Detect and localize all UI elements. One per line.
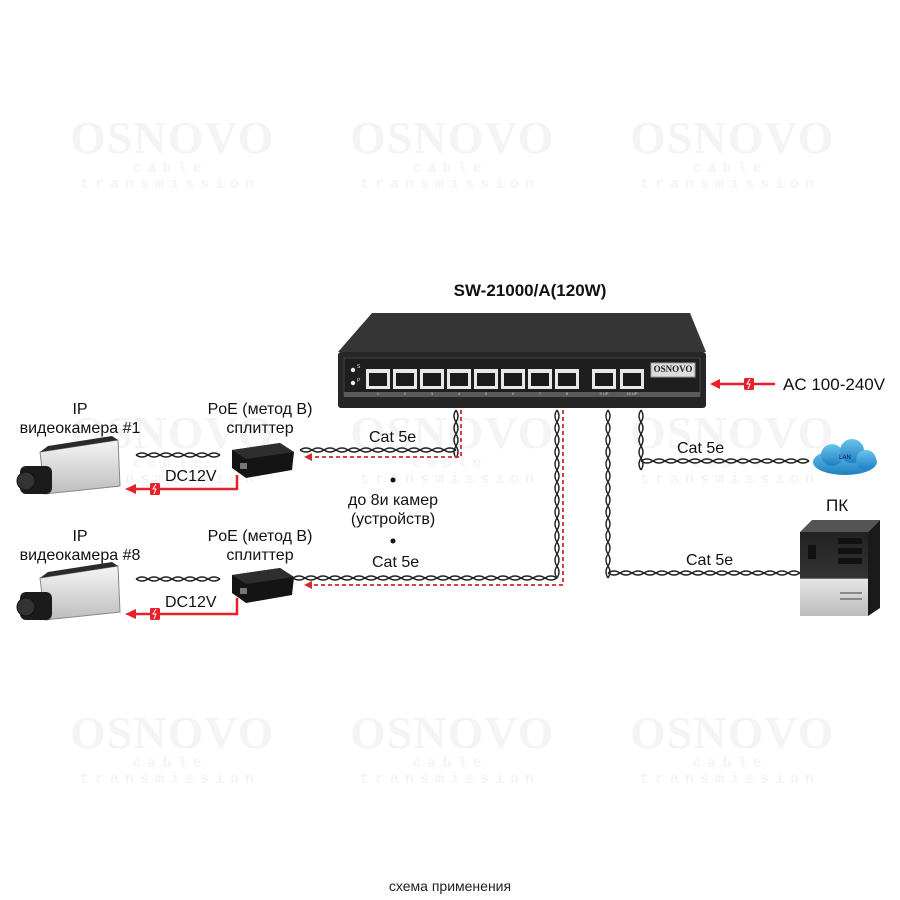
splitter-8-line1: PoE (метод B) <box>207 528 313 545</box>
led-label-p: P <box>357 378 361 384</box>
cable-pc-vertical <box>607 409 611 579</box>
cable-label-pc: Cat 5e <box>686 552 734 569</box>
cable-group <box>135 409 810 582</box>
cable-cam1-vertical <box>455 409 459 459</box>
poe-splitter-8 <box>232 568 294 603</box>
port-label: 5 <box>484 391 488 396</box>
dc12v-label-1: DC12V <box>165 468 217 485</box>
cable-pc-horizontal <box>607 572 801 576</box>
cable-label-cam8: Cat 5e <box>372 554 420 571</box>
ellipsis-dot <box>390 477 396 483</box>
port-label: 2 <box>403 391 407 396</box>
led-s-icon <box>350 367 356 373</box>
ip-camera-1 <box>16 436 121 495</box>
port-label: 10 UP <box>626 391 638 396</box>
rj45-port-socket <box>531 373 549 386</box>
led-label-s: S <box>357 364 361 370</box>
camera-count-note: до 8и камер (устройств) <box>333 491 453 529</box>
cable-cam1-horizontal <box>299 447 457 451</box>
cable-cam8-vertical <box>556 409 560 579</box>
cable-lan-vertical <box>638 409 642 471</box>
ac-power-arrow <box>710 378 775 390</box>
rj45-port-socket <box>558 373 576 386</box>
port-group <box>366 369 644 389</box>
cable-label-lan: Cat 5e <box>677 440 725 457</box>
switch-brand-plate <box>650 362 696 378</box>
cable-lan-horizontal <box>640 460 810 464</box>
splitter-8-label: PoE (метод B) сплиттер <box>195 527 325 565</box>
rj45-port-socket <box>595 373 613 386</box>
led-p-icon <box>350 380 356 386</box>
cable-cam8-dc <box>135 578 221 582</box>
port-label: 1 <box>376 391 380 396</box>
rj45-port-socket <box>396 373 414 386</box>
rj45-port-socket <box>369 373 387 386</box>
rj45-port-socket <box>423 373 441 386</box>
lan-label: LAN <box>839 455 851 461</box>
cable-cam1-dc <box>135 452 221 456</box>
switch-label-strip <box>344 392 700 397</box>
switch-top <box>338 313 706 352</box>
ip-camera-8 <box>16 562 121 621</box>
poe-power-paths <box>304 410 564 589</box>
port-label: 7 <box>538 391 542 396</box>
cable-cam8-horizontal <box>292 577 558 581</box>
port-label: 6 <box>511 391 515 396</box>
splitter-1-line1: PoE (метод B) <box>207 401 313 418</box>
rj45-port-socket <box>450 373 468 386</box>
camera-1-line1: IP <box>72 401 88 418</box>
dc12v-label-8: DC12V <box>165 594 217 611</box>
camera-count-line2: (устройств) <box>350 511 436 528</box>
ellipsis-dot <box>390 538 396 544</box>
ac-power-label: AC 100-240V <box>783 375 886 394</box>
port-label: 3 <box>430 391 434 396</box>
poe-splitter-1 <box>232 443 294 478</box>
lan-cloud-icon <box>813 439 877 475</box>
cable-cam1-horizontal <box>299 449 457 453</box>
cable-cam1-dc <box>135 454 221 458</box>
cable-label-cam1: Cat 5e <box>369 429 417 446</box>
camera-8-line1: IP <box>72 528 88 545</box>
switch-model-title: SW-21000/A(120W) <box>453 281 607 300</box>
poe-path-1 <box>312 410 462 458</box>
camera-8-line2: видеокамера #8 <box>19 547 141 564</box>
camera-count-line1: до 8и камер <box>347 492 438 509</box>
switch-brand: OSNOVO <box>653 364 693 374</box>
cable-lan-vertical <box>640 409 644 471</box>
cable-cam8-dc <box>135 576 221 580</box>
port-label: 9 UP <box>599 391 609 396</box>
camera-1-line2: видеокамера #1 <box>19 420 141 437</box>
rj45-port-socket <box>477 373 495 386</box>
poe-path-8 <box>312 410 564 586</box>
rj45-port-socket <box>504 373 522 386</box>
diagram-caption: схема применения <box>388 878 512 894</box>
dc-arrow-8 <box>125 598 239 620</box>
poe-switch <box>338 313 706 408</box>
splitter-1-label: PoE (метод B) сплиттер <box>195 400 325 438</box>
port-label: 4 <box>457 391 461 396</box>
rj45-port-socket <box>623 373 641 386</box>
camera-1-label: IP видеокамера #1 <box>10 400 150 438</box>
pc-tower-icon <box>800 520 880 616</box>
splitter-1-line2: сплиттер <box>226 420 294 437</box>
pc-label: ПК <box>826 496 849 515</box>
splitter-8-line2: сплиттер <box>226 547 294 564</box>
camera-8-label: IP видеокамера #8 <box>10 527 150 565</box>
dc-arrow-1 <box>125 475 239 495</box>
port-label: 8 <box>565 391 569 396</box>
